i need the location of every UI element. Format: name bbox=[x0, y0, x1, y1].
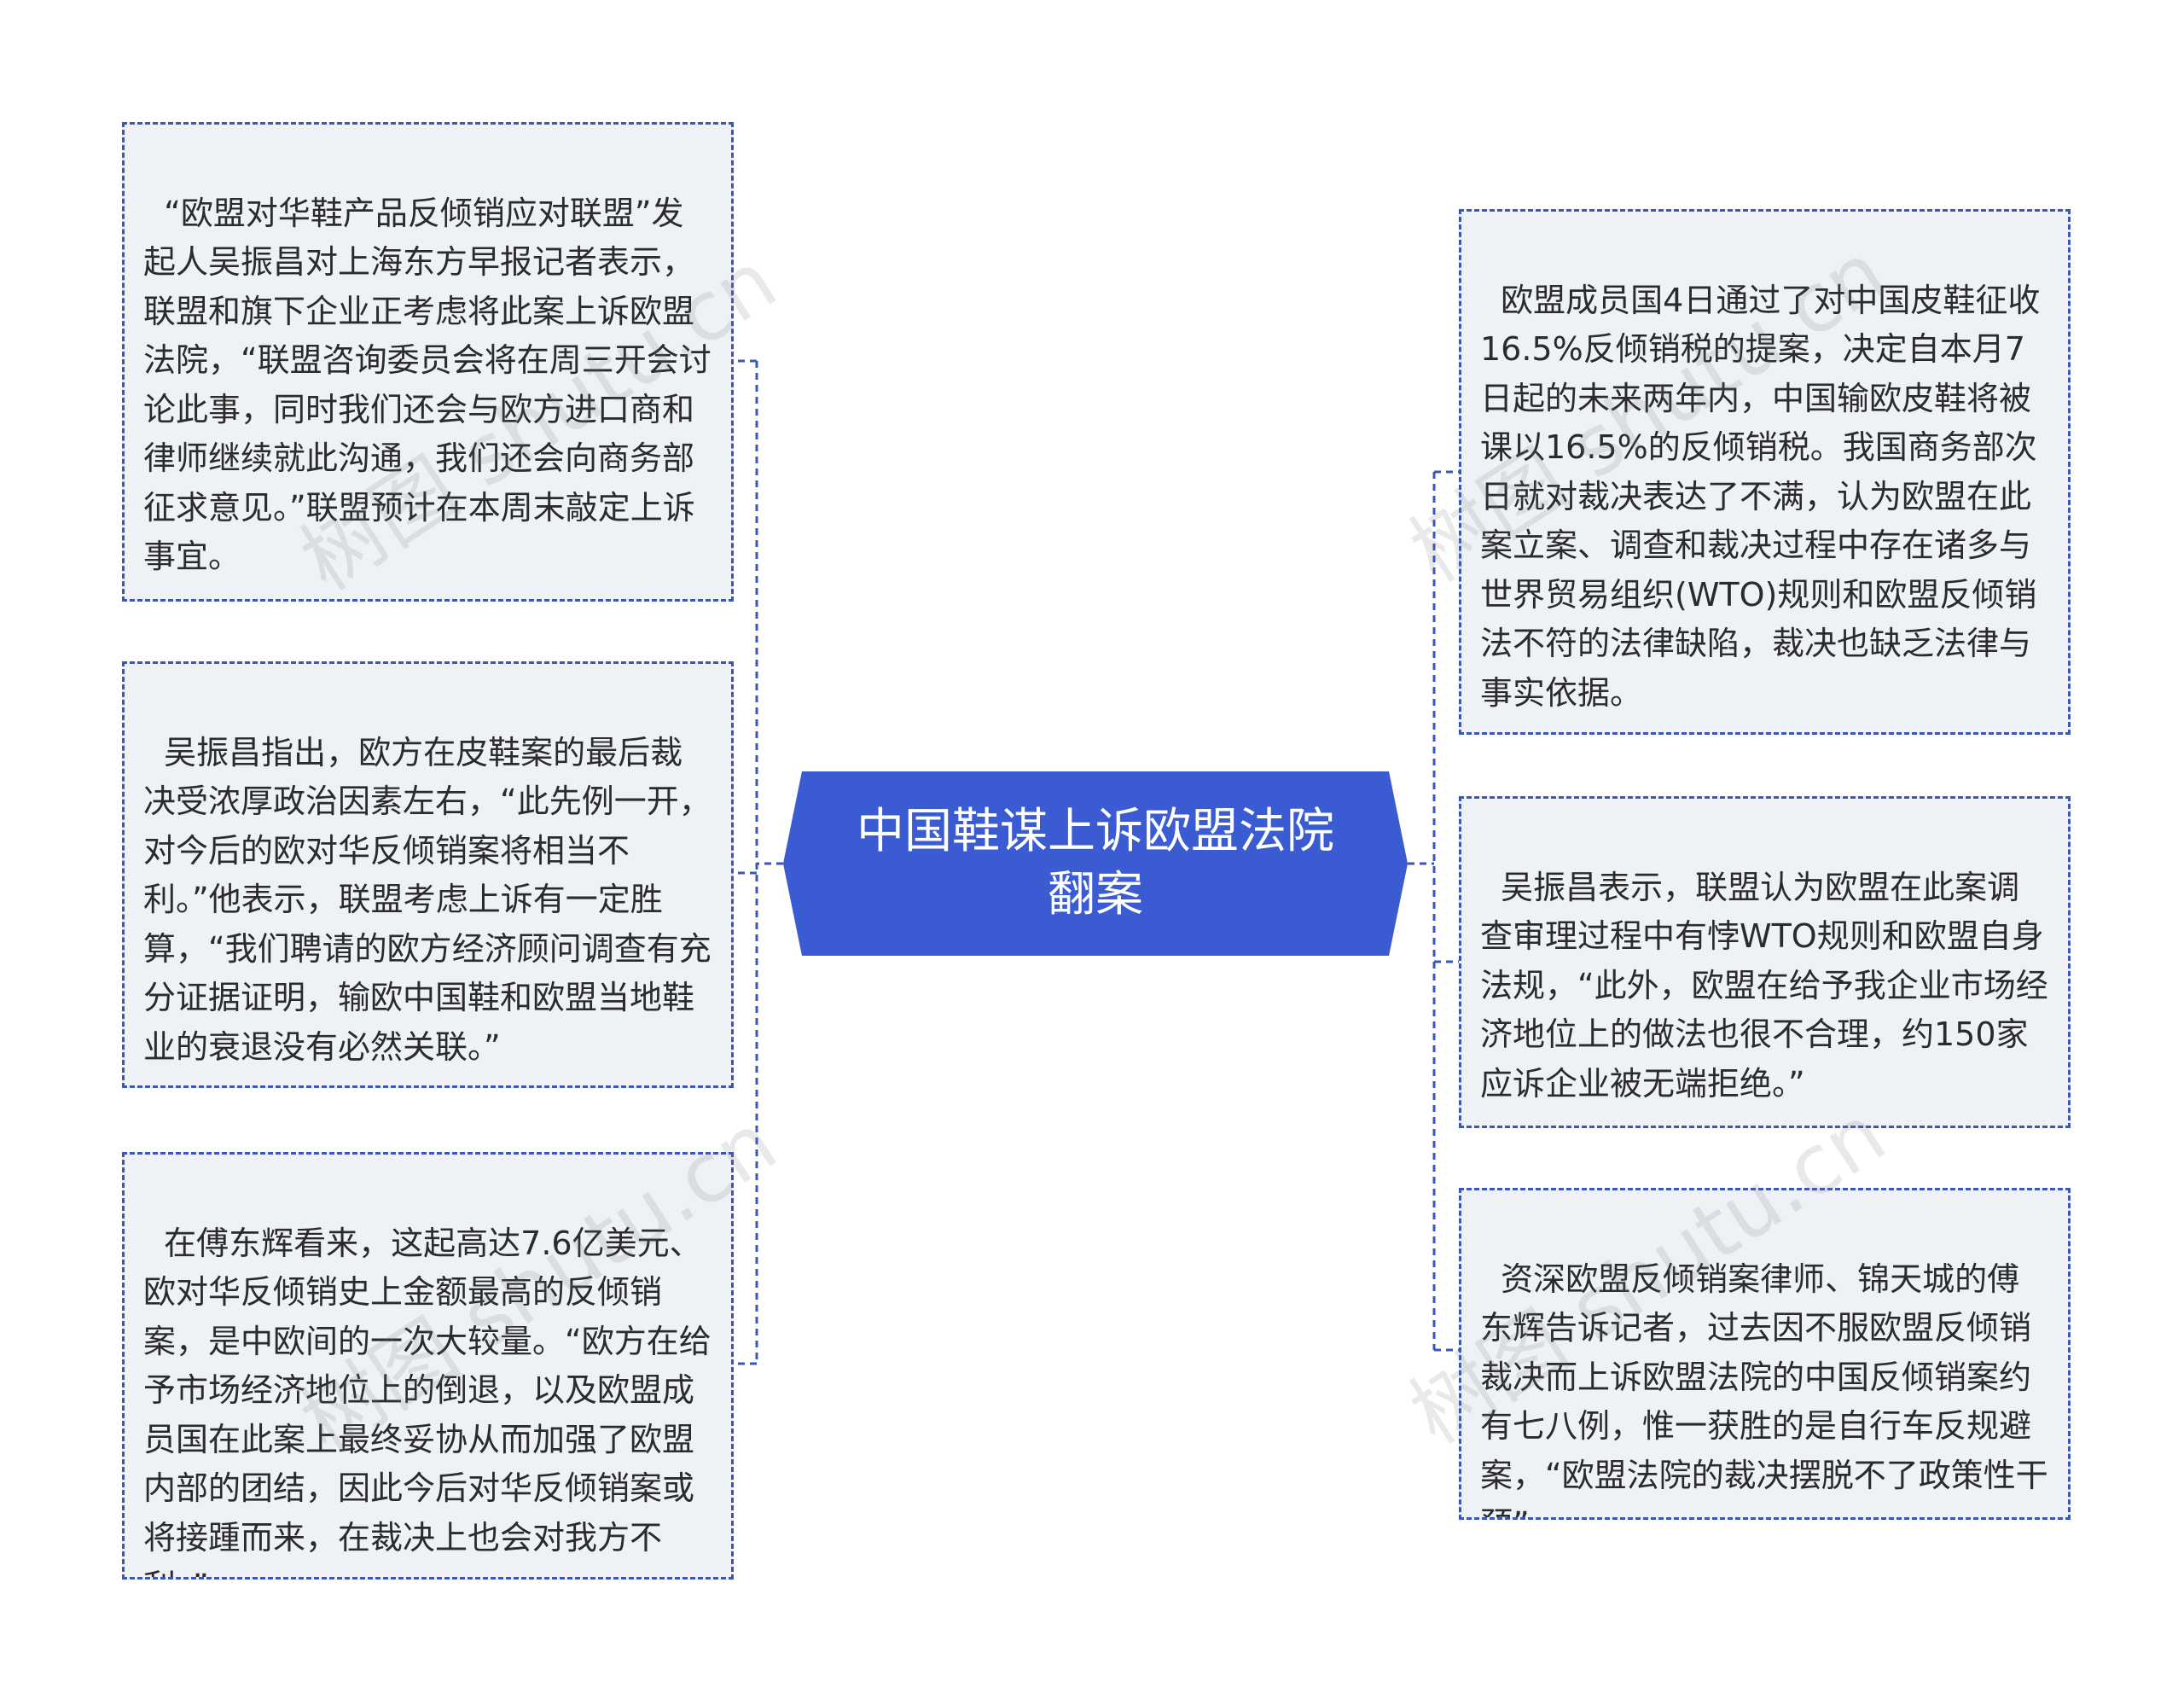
topic-node-text: 在傅东辉看来，这起高达7.6亿美元、欧对华反倾销史上金额最高的反倾销案，是中欧间… bbox=[143, 1224, 712, 1578]
topic-node-right-3[interactable]: 资深欧盟反倾销案律师、锦天城的傅东辉告诉记者，过去因不服欧盟反倾销裁决而上诉欧盟… bbox=[1459, 1188, 2071, 1520]
topic-node-right-2[interactable]: 吴振昌表示，联盟认为欧盟在此案调查审理过程中有悖WTO规则和欧盟自身法规，“此外… bbox=[1459, 796, 2071, 1128]
topic-node-left-1[interactable]: “欧盟对华鞋产品反倾销应对联盟”发起人吴振昌对上海东方早报记者表示，联盟和旗下企… bbox=[122, 122, 734, 602]
topic-node-text: 欧盟成员国4日通过了对中国皮鞋征收16.5%反倾销税的提案，决定自本月7日起的未… bbox=[1480, 281, 2041, 712]
topic-node-text: 吴振昌表示，联盟认为欧盟在此案调查审理过程中有悖WTO规则和欧盟自身法规，“此外… bbox=[1480, 868, 2048, 1103]
topic-node-left-3[interactable]: 在傅东辉看来，这起高达7.6亿美元、欧对华反倾销史上金额最高的反倾销案，是中欧间… bbox=[122, 1152, 734, 1580]
topic-node-left-2[interactable]: 吴振昌指出，欧方在皮鞋案的最后裁决受浓厚政治因素左右，“此先例一开，对今后的欧对… bbox=[122, 661, 734, 1088]
central-topic[interactable]: 中国鞋谋上诉欧盟法院翻案 bbox=[783, 771, 1408, 956]
topic-node-text: 吴振昌指出，欧方在皮鞋案的最后裁决受浓厚政治因素左右，“此先例一开，对今后的欧对… bbox=[143, 733, 712, 1066]
topic-node-text: 资深欧盟反倾销案律师、锦天城的傅东辉告诉记者，过去因不服欧盟反倾销裁决而上诉欧盟… bbox=[1480, 1260, 2048, 1518]
topic-node-right-1[interactable]: 欧盟成员国4日通过了对中国皮鞋征收16.5%反倾销税的提案，决定自本月7日起的未… bbox=[1459, 209, 2071, 735]
topic-node-text: “欧盟对华鞋产品反倾销应对联盟”发起人吴振昌对上海东方早报记者表示，联盟和旗下企… bbox=[143, 194, 712, 576]
central-topic-label: 中国鞋谋上诉欧盟法院翻案 bbox=[857, 804, 1334, 922]
